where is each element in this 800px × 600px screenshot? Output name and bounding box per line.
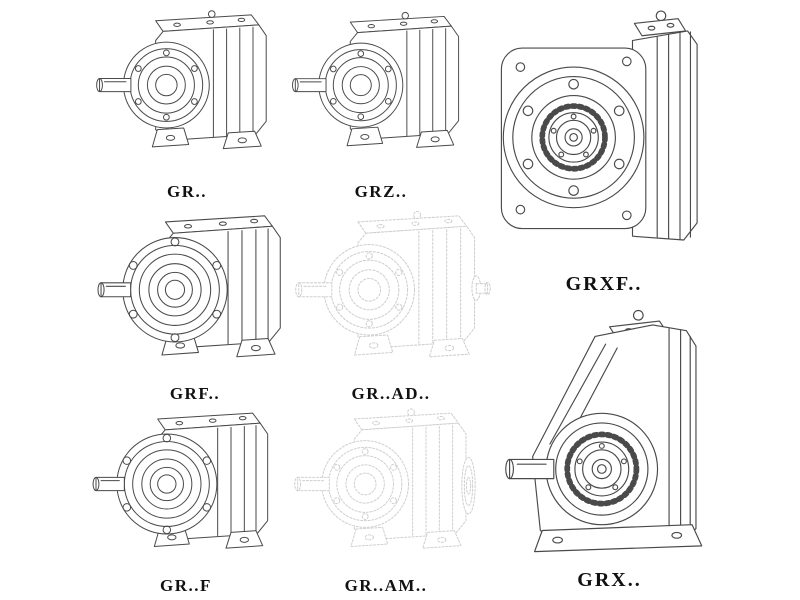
product-label-gr-ad: GR..AD.. xyxy=(351,384,431,403)
product-label-grxf: GRXF.. xyxy=(565,273,643,295)
grz-gearbox-drawing xyxy=(292,11,460,148)
gr-am-gearbox-drawing xyxy=(286,404,486,574)
product-label-gr-f: GR..F xyxy=(160,576,212,595)
gr-ad-gearbox-drawing xyxy=(286,208,496,382)
product-cell-grz: GRZ.. xyxy=(284,0,478,206)
gr-gearbox-drawing xyxy=(96,10,267,150)
product-cell-gr-am: GR..AM.. xyxy=(286,404,486,600)
product-cell-gr-ad: GR..AD.. xyxy=(286,208,496,408)
product-cell-gr-f: GR..F xyxy=(86,404,286,600)
product-label-gr-am: GR..AM.. xyxy=(344,576,428,595)
grx-gearbox-drawing xyxy=(492,298,727,567)
product-cell-gr: GR.. xyxy=(88,0,286,206)
product-label-gr: GR.. xyxy=(167,182,207,201)
product-label-grf: GRF.. xyxy=(169,384,221,403)
product-cell-grf: GRF.. xyxy=(90,208,300,408)
gr-f-gearbox-drawing xyxy=(92,412,269,549)
product-cell-grx: GRX.. xyxy=(492,298,727,596)
grxf-gearbox-drawing xyxy=(490,0,718,271)
product-label-grx: GRX.. xyxy=(577,569,642,591)
grf-gearbox-drawing xyxy=(97,215,281,358)
product-label-grz: GRZ.. xyxy=(354,182,408,201)
product-cell-grxf: GRXF.. xyxy=(490,0,718,300)
